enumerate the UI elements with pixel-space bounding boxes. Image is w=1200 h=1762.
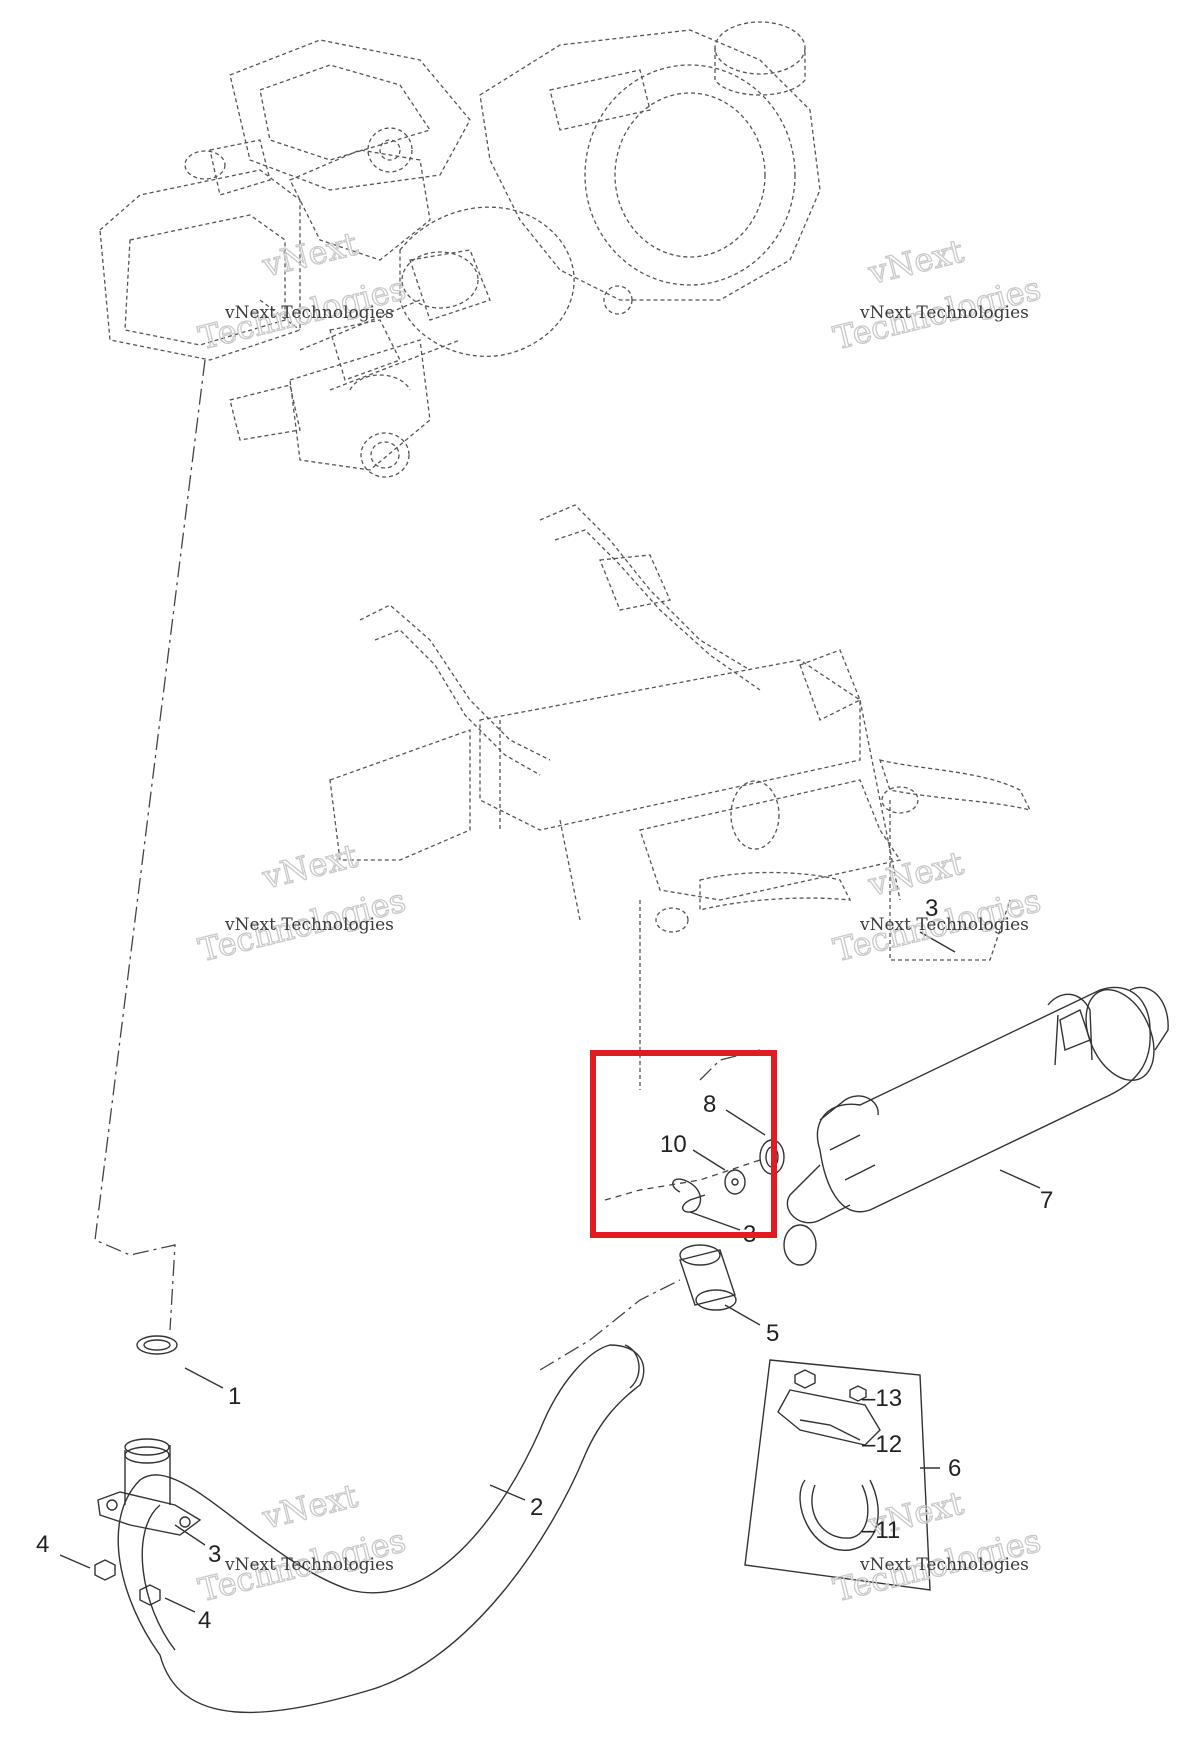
svg-text:vNext Technologies: vNext Technologies (224, 1555, 394, 1575)
watermark-bottom-right: vNext Technologies vNext Technologies (829, 1483, 1045, 1610)
svg-text:vNext: vNext (864, 844, 967, 904)
callout-leaders (59, 931, 1041, 1613)
callout-3: 3 (208, 1541, 221, 1568)
highlight-box (590, 1050, 777, 1238)
engine-assembly (99, 21, 821, 478)
muffler (783, 986, 1169, 1266)
callout-7: 7 (1040, 1187, 1053, 1214)
clamp-kit (744, 1359, 931, 1591)
watermark-group: vNext Technologies vNext Technologies vN… (194, 224, 1045, 1610)
svg-text:vNext Technologies: vNext Technologies (224, 303, 394, 323)
callout-4: 4 (198, 1607, 211, 1634)
bushing (679, 1244, 737, 1311)
svg-text:vNext: vNext (258, 1476, 361, 1536)
header-flange (94, 1335, 202, 1606)
callout-5: 5 (766, 1320, 779, 1347)
svg-text:vNext Technologies: vNext Technologies (224, 915, 394, 935)
callout-labels: 1 2 3 3 3 4 4 5 6 7 8 10 –11 –12 –13 (36, 895, 1053, 1634)
frame-assembly (329, 504, 1032, 1090)
callout-1: 1 (228, 1383, 241, 1410)
callout-4: 4 (36, 1531, 49, 1558)
exhaust-pipe (117, 1344, 645, 1714)
callout-8: 8 (703, 1091, 716, 1118)
callout-12: –12 (862, 1431, 902, 1458)
watermark-top-left: vNext Technologies vNext Technologies (194, 224, 410, 358)
callout-3: 3 (925, 895, 938, 922)
svg-text:vNext Technologies: vNext Technologies (859, 303, 1029, 323)
watermark-top-right: vNext Technologies vNext Technologies (829, 231, 1045, 358)
watermark-mid-left: vNext Technologies vNext Technologies (194, 836, 410, 970)
svg-text:vNext Technologies: vNext Technologies (859, 1555, 1029, 1575)
svg-text:vNext: vNext (258, 224, 361, 284)
callout-13: –13 (862, 1385, 902, 1412)
callout-11: –11 (862, 1517, 900, 1544)
callout-10: 10 (660, 1131, 687, 1158)
svg-text:vNext: vNext (864, 232, 967, 292)
callout-6: 6 (948, 1455, 961, 1482)
svg-text:vNext Technologies: vNext Technologies (859, 915, 1029, 935)
callout-2: 2 (530, 1494, 543, 1521)
svg-text:vNext: vNext (258, 836, 361, 896)
assembly-centerlines (94, 359, 761, 1371)
